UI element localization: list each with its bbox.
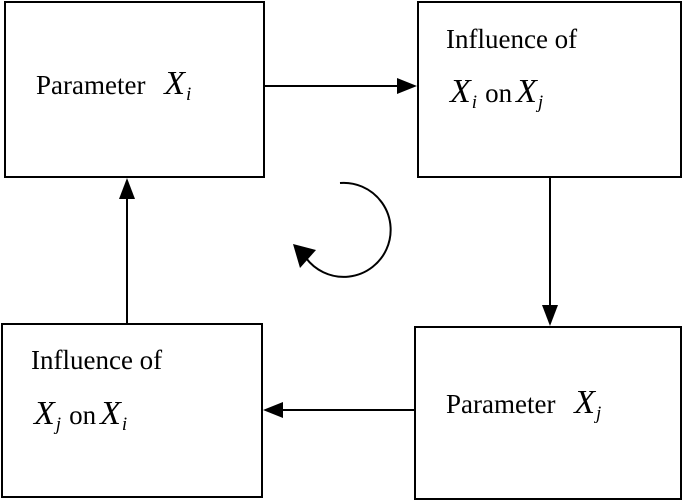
node-variable: X: [450, 73, 471, 110]
node-parameter-xi: Parameter Xi: [4, 1, 265, 178]
node-subscript: i: [471, 92, 478, 113]
node-subscript: j: [55, 414, 62, 435]
node-connector-word: on: [485, 78, 513, 108]
edge-influence-ji-to-param-i: [119, 178, 135, 323]
node-label: Parameter: [36, 70, 146, 100]
node-variable: X: [164, 65, 185, 102]
node-parameter-xj: Parameter Xj: [414, 326, 682, 500]
edge-param-j-to-influence-ji: [263, 402, 414, 418]
node-subscript: j: [537, 92, 544, 113]
node-variable: X: [100, 395, 121, 432]
node-label: Influence of: [31, 345, 163, 375]
node-subscript: i: [185, 84, 192, 105]
node-parameter-xi-text: Parameter Xi: [36, 65, 191, 105]
node-subscript: i: [121, 414, 128, 435]
edge-influence-ij-to-param-j: [542, 178, 558, 326]
edge-param-i-to-influence-ij: [265, 78, 417, 94]
clockwise-arrow-icon: [293, 181, 392, 278]
node-label: Influence of: [446, 24, 578, 54]
node-parameter-xj-text: Parameter Xj: [446, 384, 601, 424]
node-variable: X: [516, 73, 537, 110]
node-label: Parameter: [446, 389, 556, 419]
node-variable: X: [34, 395, 55, 432]
node-subscript: j: [595, 403, 602, 424]
node-variable: X: [574, 384, 595, 421]
node-connector-word: on: [69, 400, 97, 430]
